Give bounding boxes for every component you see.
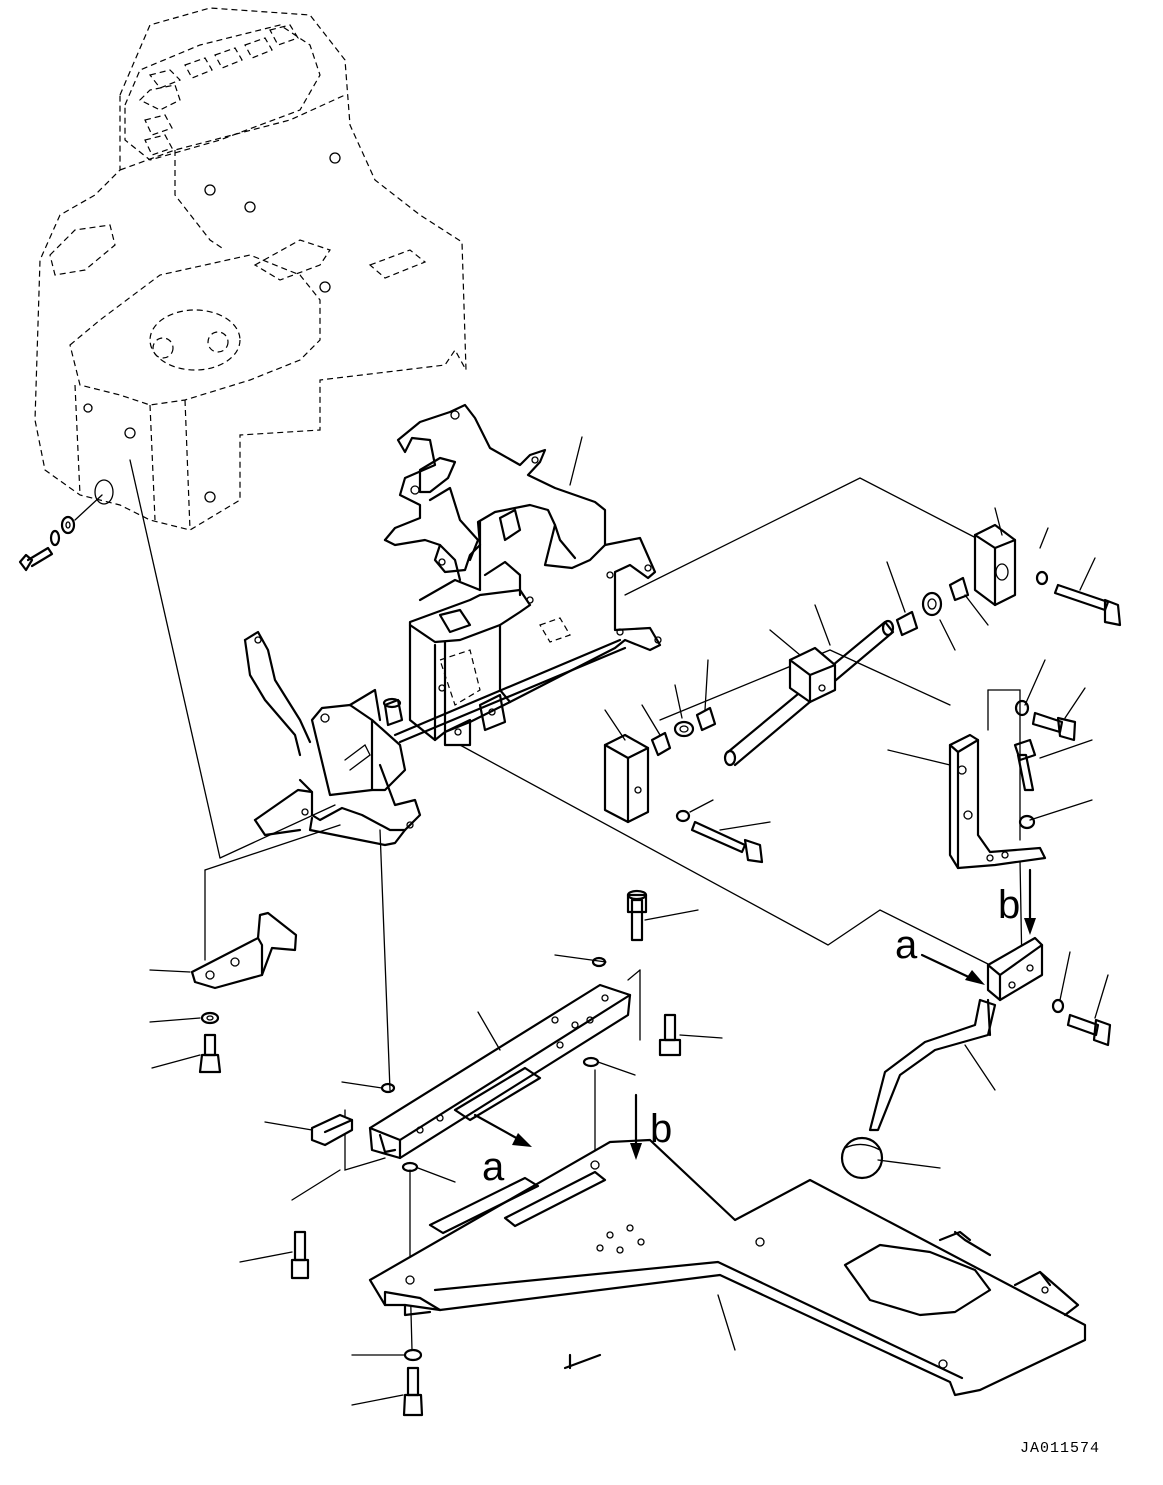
ref-label-a-lower: a	[482, 1145, 505, 1189]
main-bracket-frame	[383, 403, 662, 747]
bolt-lower-left	[290, 1230, 310, 1280]
small-bracket	[190, 911, 298, 990]
lever	[868, 936, 1112, 1132]
l-bracket	[948, 699, 1077, 870]
drawing-code: JA011574	[1020, 1440, 1100, 1457]
arrow-icon	[473, 1113, 532, 1147]
ref-label-b-upper: b	[998, 883, 1020, 927]
shaft-assembly	[723, 619, 895, 767]
block-left	[603, 733, 650, 824]
cover-screw	[18, 515, 76, 572]
arrow-icon	[920, 953, 985, 985]
bolt-lower	[675, 809, 764, 864]
rail-fasteners	[380, 889, 682, 1417]
lever-knob	[840, 1136, 884, 1180]
bolt-left	[198, 1033, 222, 1074]
pedal-bracket	[243, 630, 422, 847]
base-plate	[368, 1138, 1087, 1397]
arrow-icon	[630, 1093, 642, 1160]
washer-left	[200, 1011, 220, 1025]
rail-channel	[368, 983, 632, 1160]
bushings-right	[895, 570, 1122, 637]
console-cover	[34, 7, 467, 531]
ref-label-b-lower: b	[650, 1107, 672, 1151]
arrow-icon	[1024, 868, 1036, 935]
ref-label-a-upper: a	[895, 923, 918, 967]
callout-leaders	[149, 436, 1109, 1406]
block-right	[973, 523, 1017, 607]
frame-rod	[393, 638, 627, 744]
wedge-block	[310, 1113, 354, 1147]
bushings-left	[650, 706, 717, 757]
